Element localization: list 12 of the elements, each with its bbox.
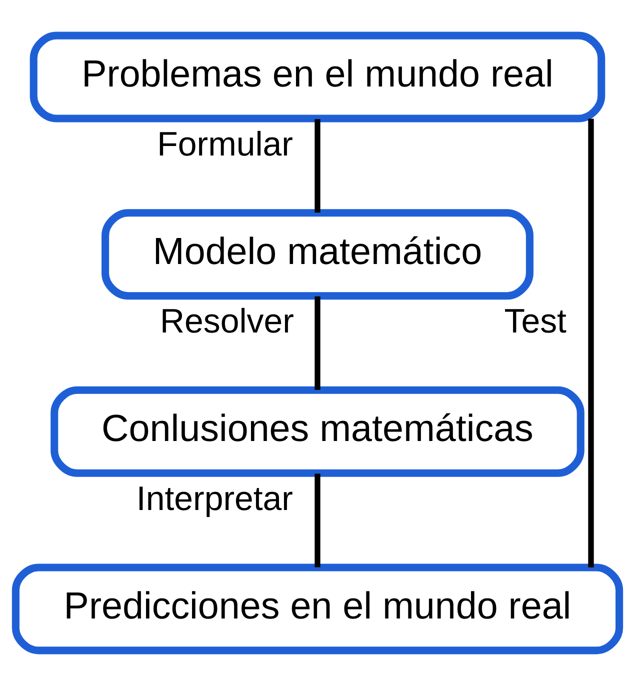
edge-label: Formular bbox=[157, 125, 293, 164]
edge-label: Resolver bbox=[160, 302, 294, 341]
node-box: Conlusiones matemáticas bbox=[50, 386, 584, 477]
node-box: Predicciones en el mundo real bbox=[12, 564, 624, 654]
edge-label: Test bbox=[504, 302, 566, 341]
edge-label: Interpretar bbox=[136, 480, 293, 518]
connector bbox=[314, 296, 320, 390]
connector bbox=[314, 119, 320, 213]
node-box: Modelo matemático bbox=[102, 209, 534, 300]
connector bbox=[588, 118, 594, 568]
node-box: Problemas en el mundo real bbox=[30, 32, 606, 122]
connector bbox=[314, 474, 320, 568]
